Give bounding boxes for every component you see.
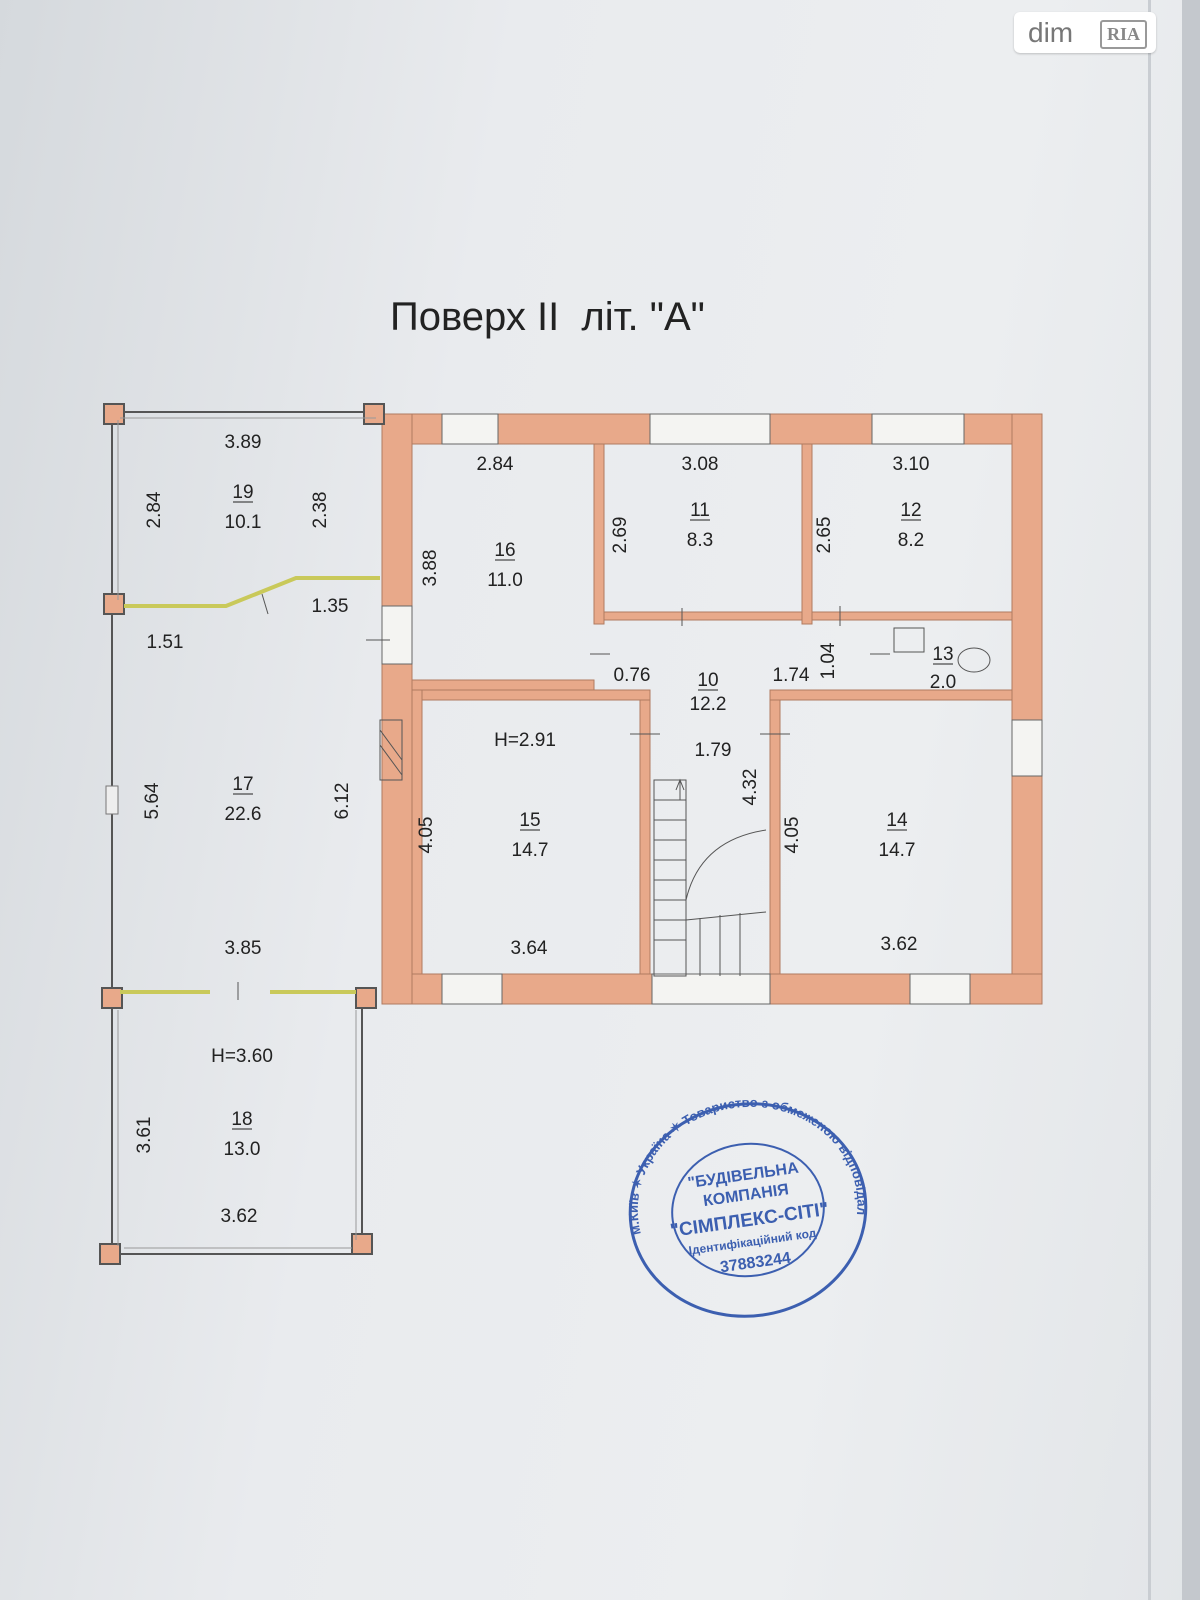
room-area: 10.1 bbox=[225, 512, 262, 533]
room-number: 17 bbox=[232, 774, 253, 795]
room-dimension: 3.64 bbox=[511, 938, 548, 959]
room-dimension: H=3.60 bbox=[211, 1046, 273, 1067]
paper-edge bbox=[1182, 0, 1200, 1600]
room-number: 14 bbox=[886, 810, 908, 831]
room-area: 2.0 bbox=[930, 672, 956, 693]
room-dimension: 1.04 bbox=[818, 642, 839, 679]
stamp-ring: м.Київ ✶ Україна ✶ Товариство з обмежено… bbox=[0, 0, 872, 1337]
glass-partitions bbox=[120, 576, 380, 994]
windows bbox=[381, 413, 1043, 1005]
room-number: 15 bbox=[519, 810, 540, 831]
room-area: 12.2 bbox=[690, 694, 727, 715]
room-dimension: H=2.91 bbox=[494, 730, 556, 751]
room-area: 14.7 bbox=[879, 840, 916, 861]
plan-title: Поверх II літ. "А" bbox=[390, 295, 705, 339]
room-dimension: 3.85 bbox=[225, 938, 262, 959]
approval-stamp: "БУДІВЕЛЬНА КОМПАНІЯ "СІМПЛЕКС-СІТІ" Іде… bbox=[0, 0, 872, 1337]
room-dimension: 1.79 bbox=[695, 740, 732, 761]
paper-edge bbox=[1148, 0, 1151, 1600]
room-dimension: 5.64 bbox=[142, 782, 163, 819]
room-dimension: 3.88 bbox=[420, 550, 441, 587]
room-number: 13 bbox=[932, 644, 953, 665]
room-dimension: 1.35 bbox=[312, 596, 349, 617]
room-area: 8.3 bbox=[687, 530, 713, 551]
room-dimension: 3.10 bbox=[893, 454, 930, 475]
room-dimension: 2.38 bbox=[310, 492, 331, 529]
room-labels: 19 10.1 3.89 2.84 2.38 16 11.0 2.84 3.88 11 8.3 3.0… bbox=[134, 432, 956, 1227]
room-area: 13.0 bbox=[224, 1139, 261, 1160]
room-number: 18 bbox=[231, 1109, 252, 1130]
room-dimension: 1.74 bbox=[773, 665, 810, 686]
room-number: 19 bbox=[232, 482, 253, 503]
room-area: 14.7 bbox=[512, 840, 549, 861]
watermark-logo: RIA bbox=[1100, 20, 1148, 49]
room-dimension: 4.05 bbox=[782, 817, 803, 854]
watermark-badge: dim RIA bbox=[1014, 12, 1156, 53]
room-dimension: 2.84 bbox=[144, 491, 165, 528]
room-dimension: 1.51 bbox=[147, 632, 184, 653]
stairs bbox=[379, 719, 767, 977]
room-dimension: 4.05 bbox=[416, 817, 437, 854]
room-area: 22.6 bbox=[225, 804, 262, 825]
room-dimension: 3.89 bbox=[225, 432, 262, 453]
room-number: 10 bbox=[697, 670, 718, 691]
room-dimension: 3.62 bbox=[881, 934, 918, 955]
room-dimension: 3.08 bbox=[682, 454, 719, 475]
room-number: 11 bbox=[690, 500, 710, 521]
room-dimension: 3.62 bbox=[221, 1206, 258, 1227]
room-dimension: 6.12 bbox=[332, 783, 353, 820]
annex-outline bbox=[99, 403, 385, 1265]
room-dimension: 0.76 bbox=[614, 665, 651, 686]
watermark-brand: dim bbox=[1028, 17, 1074, 48]
room-area: 11.0 bbox=[487, 570, 523, 591]
room-dimension: 2.84 bbox=[477, 454, 514, 475]
room-dimension: 2.65 bbox=[814, 517, 835, 554]
room-dimension: 3.61 bbox=[134, 1117, 155, 1154]
stamp-line5: 37883244 bbox=[719, 1250, 792, 1277]
room-dimension: 4.32 bbox=[740, 769, 761, 806]
doors bbox=[237, 593, 890, 1000]
room-number: 16 bbox=[494, 540, 515, 561]
room-area: 8.2 bbox=[898, 530, 924, 551]
wc-fixtures bbox=[893, 627, 991, 673]
room-dimension: 2.69 bbox=[610, 517, 631, 554]
room-number: 12 bbox=[900, 500, 921, 521]
